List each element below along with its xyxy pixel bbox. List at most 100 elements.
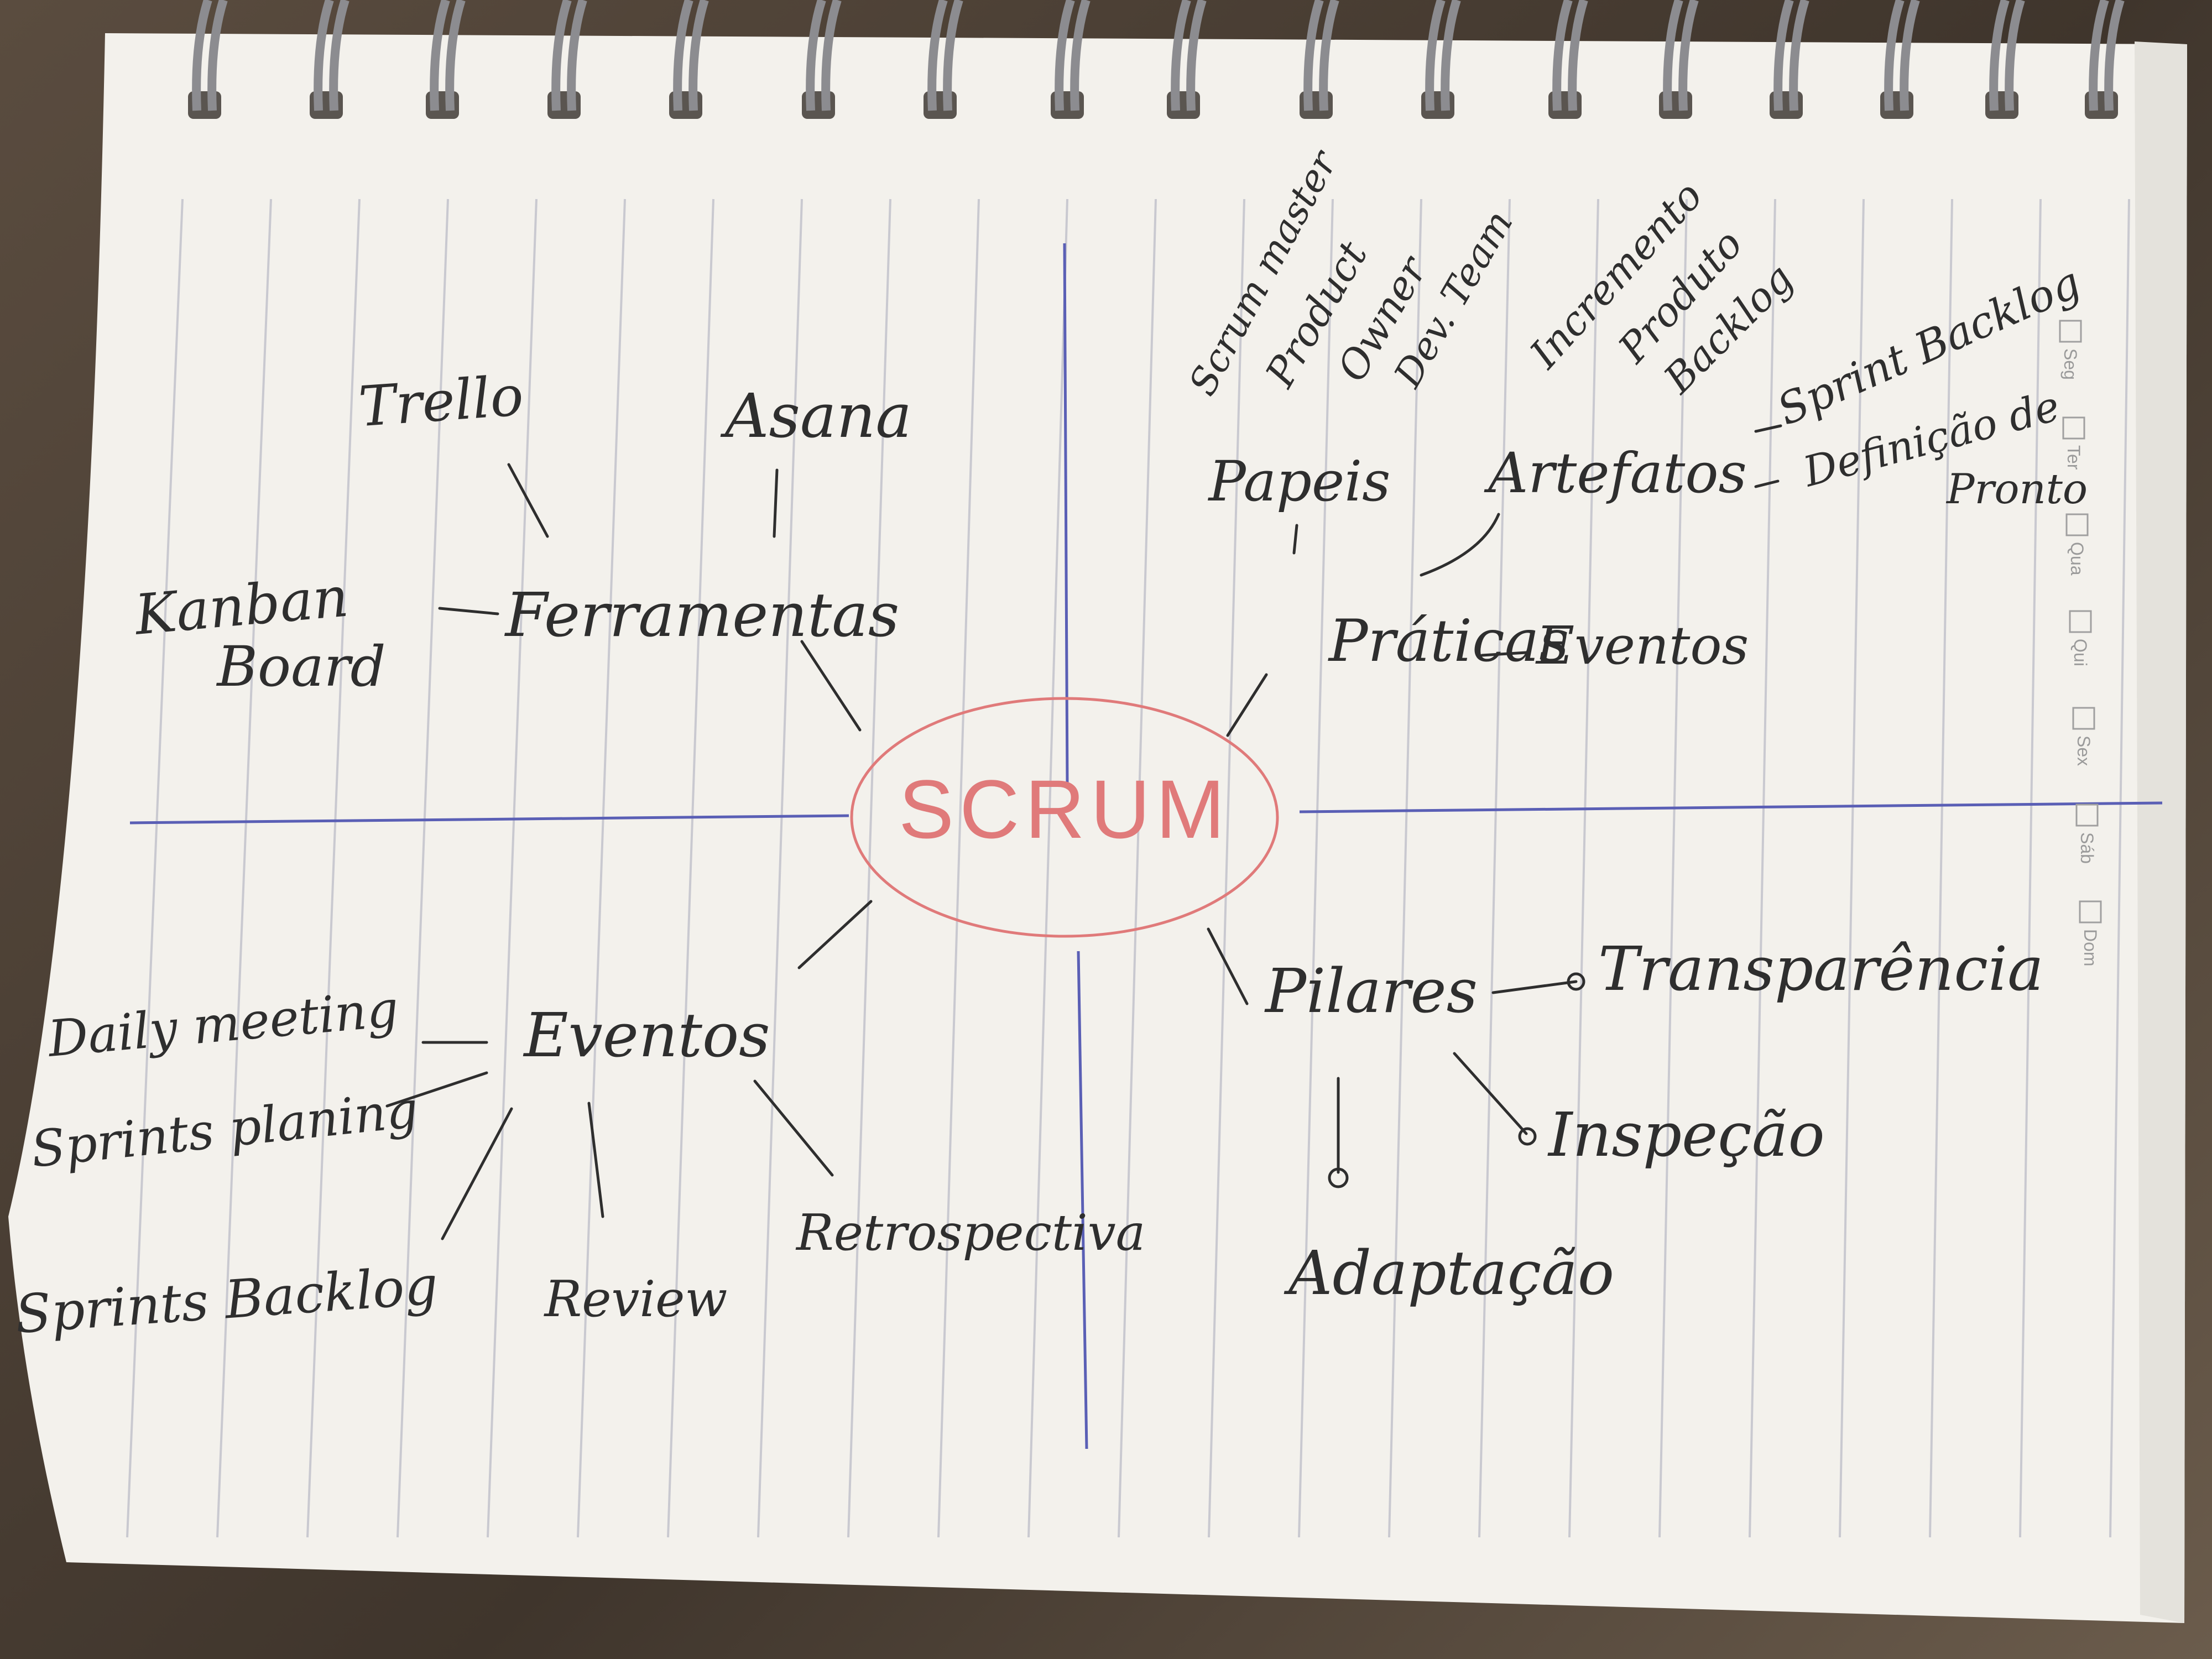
spiral-wire [1884,0,1905,111]
weekday-checkbox [2079,900,2102,924]
board-label: Board [216,634,385,699]
spiral-ring [2085,0,2125,119]
page-rule [1478,199,1511,1538]
spiral-ring [1880,0,1920,119]
spiral-wire [688,0,709,111]
spiral-wire [1070,0,1091,111]
spiral-wire [1773,0,1794,111]
spiral-wire [445,0,466,111]
spiral-ring [547,0,587,119]
artefatos-label: Artefatos [1484,441,1747,505]
weekday-label: Sáb [2077,832,2097,864]
page-rule [487,199,538,1538]
line-eventos-top [1480,651,1528,657]
line-inspecao [1453,1052,1528,1135]
line-definicao [1754,479,1780,488]
spiral-wire [1319,0,1339,111]
weekday-checkbox [2059,320,2082,343]
page-rule [1929,199,1953,1538]
arrow-inspecao [1518,1127,1537,1146]
arrow-heads [1328,972,1585,1188]
page-rule [1658,199,1688,1538]
spiral-ring [1421,0,1461,119]
line-center-eventos [797,900,873,969]
line-center-praticas [1226,673,1268,737]
quadrant-dividers [129,243,2163,1449]
weekday-label: Ter [2064,445,2084,470]
page-rule [126,199,184,1538]
line-retrospectiva [753,1079,834,1177]
spiral-wire [1900,0,1920,111]
spiral-wire [1441,0,1461,111]
page-rule [306,199,361,1538]
line-trello [507,463,549,538]
spiral-wire [806,0,826,111]
weekday-label: Qua [2067,542,2087,576]
spiral-ring [188,0,228,119]
eventos-label: Eventos [523,1000,770,1071]
spiral-ring [1548,0,1588,119]
weekday-checkbox [2065,513,2089,536]
page-rule [937,199,980,1538]
arrow-transparencia [1567,972,1585,991]
line-artefatos [1420,513,1500,577]
spiral-wire [567,0,587,111]
page-rule [1388,199,1422,1538]
spiral-wire [1171,0,1191,111]
divider-right [1299,801,2163,813]
weekday-label: Qui [2070,639,2090,666]
page-rule [1208,199,1245,1538]
page-rule [667,199,714,1538]
pilares-label: Pilares [1264,956,1478,1026]
divider-left [129,814,849,825]
evento-retrospectiva: Retrospectiva [795,1204,1145,1262]
line-center-ferramentas [800,640,862,732]
page-rules [126,199,2130,1538]
line-sprints-backlog [441,1107,513,1240]
weekday-checkbox [2069,610,2092,633]
spiral-wire [1568,0,1588,111]
paper-edge [2135,41,2187,1623]
line-asana [773,468,779,538]
papeis-label: Papeis [1208,449,1391,514]
pilar-transparencia: Transparência [1598,933,2044,1004]
page-rule [1839,199,1865,1538]
weekday-checkbox [2062,416,2085,440]
page-rule [2109,199,2130,1538]
spiral-wire [943,0,963,111]
spiral-wire [329,0,349,111]
weekday-label: Sex [2074,735,2094,766]
spiral-ring [1770,0,1809,119]
center-ellipse [850,697,1279,938]
page-rule [847,199,891,1538]
spiral-wire [314,0,334,111]
praticas-label: Práticas [1328,607,1569,675]
spiral-wire [1303,0,1324,111]
page-rule [1298,199,1334,1538]
spiral-ring [1985,0,2025,119]
spiral-ring [1051,0,1091,119]
artefato-pronto: Pronto [1945,465,2088,513]
spiral-wire [1663,0,1683,111]
spiral-ring [310,0,349,119]
weekday-checkbox [2075,804,2099,827]
spiral-wire [1055,0,1075,111]
page-rule [397,199,449,1538]
page-rule [1027,199,1068,1538]
line-transparencia [1491,980,1578,994]
spiral-wire [1552,0,1573,111]
evento-review: Review [544,1270,728,1328]
spiral-wire [821,0,842,111]
spiral-wire [430,0,450,111]
spiral-ring [1167,0,1207,119]
spiral-wire [207,0,228,111]
divider-bottom [1077,951,1088,1449]
trello-label: Trello [357,363,525,439]
spiral-wire [673,0,693,111]
page-rule [577,199,626,1538]
page-rule [216,199,272,1538]
spiral-wire [2005,0,2025,111]
pilar-inspecao: Inspeção [1547,1099,1825,1170]
